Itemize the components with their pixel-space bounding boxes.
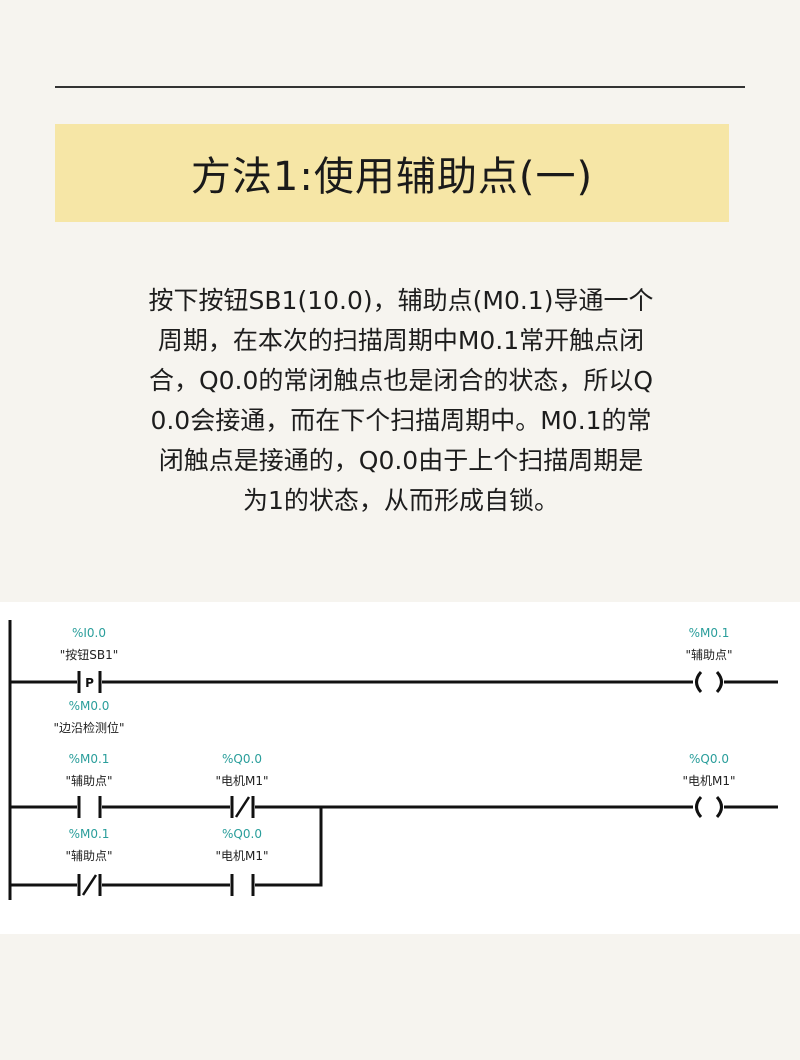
description-line: 闭触点是接通的，Q0.0由于上个扫描周期是 — [158, 446, 644, 475]
description-line: 合，Q0.0的常闭触点也是闭合的状态，所以Q — [148, 366, 654, 395]
coil-q0-0 — [695, 795, 723, 819]
address-label: %Q0.0 — [689, 752, 729, 766]
contact-q0-0-no — [230, 874, 255, 896]
ladder-diagram: P %I0.0 "按钮SB1" %M0.0 "边沿检测位" %M0.1 "辅助点… — [0, 602, 800, 934]
symbol-label: "辅助点" — [685, 648, 732, 662]
parallel-branch: %M0.1 "辅助点" %Q0.0 "电机M1" — [10, 807, 323, 896]
contact-m0-1-nc — [77, 874, 102, 896]
contact-m0-1-no — [77, 796, 102, 818]
symbol-label: "辅助点" — [65, 774, 112, 788]
address-label: %M0.1 — [689, 626, 730, 640]
ladder-svg: P %I0.0 "按钮SB1" %M0.0 "边沿检测位" %M0.1 "辅助点… — [8, 620, 778, 900]
page-title: 方法1:使用辅助点(一) — [190, 154, 594, 200]
address-label: %M0.0 — [69, 699, 110, 713]
address-label: %Q0.0 — [222, 827, 262, 841]
symbol-label: "电机M1" — [682, 774, 735, 788]
description-line: 0.0会接通，而在下个扫描周期中。M0.1的常 — [150, 406, 652, 435]
symbol-label: "电机M1" — [215, 774, 268, 788]
p-mark: P — [85, 676, 94, 690]
symbol-label: "电机M1" — [215, 849, 268, 863]
symbol-label: "按钮SB1" — [60, 647, 119, 662]
address-label: %M0.1 — [69, 827, 110, 841]
contact-i0-0-p: P — [77, 671, 102, 693]
description-line: 为1的状态，从而形成自锁。 — [243, 486, 559, 515]
address-label: %Q0.0 — [222, 752, 262, 766]
symbol-label: "边沿检测位" — [53, 720, 124, 735]
description-line: 周期，在本次的扫描周期中M0.1常开触点闭 — [157, 326, 645, 355]
top-divider — [55, 86, 745, 88]
address-label: %M0.1 — [69, 752, 110, 766]
symbol-label: "辅助点" — [65, 849, 112, 863]
address-label: %I0.0 — [72, 626, 106, 640]
description-paragraph: 按下按钮SB1(10.0)，辅助点(M0.1)导通一个 周期，在本次的扫描周期中… — [95, 281, 707, 521]
contact-q0-0-nc — [230, 796, 255, 818]
coil-m0-1 — [695, 670, 723, 694]
rung-2: %M0.1 "辅助点" %Q0.0 "电机M1" %Q0.0 "电机M1" — [10, 752, 778, 819]
rung-1: P %I0.0 "按钮SB1" %M0.0 "边沿检测位" %M0.1 "辅助点… — [10, 626, 778, 735]
title-banner: 方法1:使用辅助点(一) — [55, 124, 729, 222]
description-line: 按下按钮SB1(10.0)，辅助点(M0.1)导通一个 — [148, 286, 654, 315]
